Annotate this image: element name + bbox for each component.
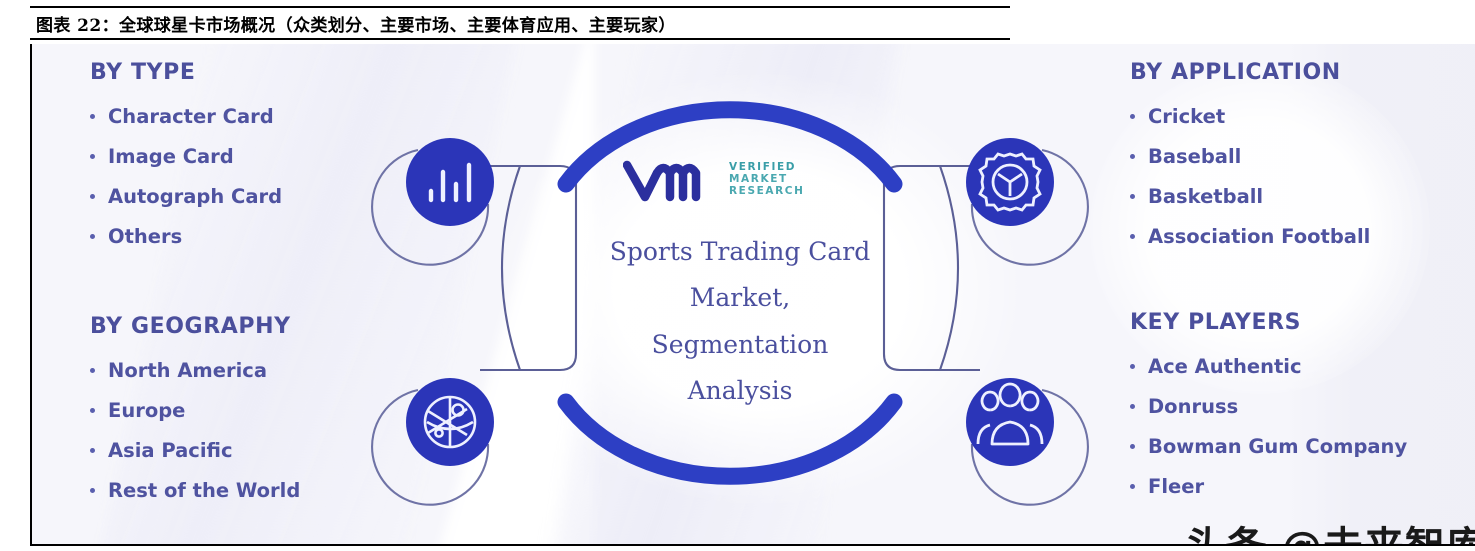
connector-left-group: [480, 164, 578, 372]
center-title-line: Sports Trading Card: [609, 237, 871, 266]
bullet-icon: [1130, 154, 1135, 159]
title-rule-top: [30, 6, 1010, 8]
list-item: Basketball: [1130, 185, 1370, 208]
vmr-logo-wordmark: VERIFIED MARKET RESEARCH: [729, 162, 805, 197]
section-by-application: BY APPLICATION Cricket Baseball Basketba…: [1130, 60, 1370, 265]
people-group-icon: [976, 382, 1044, 446]
arc-bottom: [557, 393, 903, 485]
list-by-application: Cricket Baseball Basketball Association …: [1130, 105, 1370, 248]
globe-network-icon: [423, 395, 477, 449]
bullet-icon: [90, 368, 95, 373]
title-rule-bottom: [30, 38, 1010, 40]
center-title-line: Analysis: [687, 375, 793, 405]
bullet-icon: [90, 114, 95, 119]
figure-border-left: [30, 44, 32, 546]
vmr-logo: VERIFIED MARKET RESEARCH: [623, 149, 853, 211]
section-by-geography: BY GEOGRAPHY North America Europe Asia P…: [90, 314, 300, 519]
list-item: Bowman Gum Company: [1130, 435, 1407, 458]
list-item-label: Cricket: [1148, 105, 1226, 128]
section-heading-by-geography: BY GEOGRAPHY: [90, 314, 291, 339]
bar-chart-icon: [428, 162, 472, 203]
list-item: North America: [90, 359, 300, 382]
bullet-icon: [1130, 484, 1135, 489]
ring-top-left: [371, 148, 490, 266]
vmr-logo-line-1: VERIFIED: [729, 161, 797, 174]
list-item: Cricket: [1130, 105, 1370, 128]
ring-top-right: [970, 148, 1089, 266]
list-item-label: Asia Pacific: [108, 439, 233, 462]
section-heading-key-players: KEY PLAYERS: [1130, 310, 1302, 335]
list-item-label: Rest of the World: [108, 479, 301, 502]
center-title: Sports Trading Card Market, Segmentation…: [585, 229, 895, 414]
node-bottom-left: [406, 378, 494, 466]
section-key-players: KEY PLAYERS Ace Authentic Donruss Bowman…: [1130, 310, 1407, 515]
list-item-label: Europe: [108, 399, 186, 422]
list-item: Ace Authentic: [1130, 355, 1407, 378]
list-item-label: Image Card: [108, 145, 234, 168]
bullet-icon: [1130, 364, 1135, 369]
list-item-label: Association Football: [1148, 225, 1371, 248]
section-heading-by-type: BY TYPE: [90, 60, 196, 85]
list-by-geography: North America Europe Asia Pacific Rest o…: [90, 359, 300, 502]
bullet-icon: [1130, 194, 1135, 199]
figure-title-bar: 图表 22：全球球星卡市场概况（众类划分、主要市场、主要体育应用、主要玩家）: [30, 6, 1010, 40]
bullet-icon: [1130, 234, 1135, 239]
center-diagram: VERIFIED MARKET RESEARCH Sports Trading …: [370, 54, 1090, 534]
ring-bottom-right: [970, 388, 1089, 506]
bullet-icon: [90, 488, 95, 493]
list-item: Asia Pacific: [90, 439, 300, 462]
list-item: Autograph Card: [90, 185, 282, 208]
list-item: Image Card: [90, 145, 282, 168]
list-item-label: Basketball: [1148, 185, 1264, 208]
figure-title: 图表 22：全球球星卡市场概况（众类划分、主要市场、主要体育应用、主要玩家）: [36, 16, 676, 36]
section-heading-by-application: BY APPLICATION: [1130, 60, 1341, 85]
list-item-label: Bowman Gum Company: [1148, 435, 1408, 458]
center-title-line: Market,: [689, 283, 791, 313]
vmr-logo-mark: [623, 157, 719, 203]
list-item-label: Fleer: [1148, 475, 1205, 498]
list-item-label: Others: [108, 225, 183, 248]
list-item: Association Football: [1130, 225, 1370, 248]
figure-border-bottom: [30, 544, 1475, 546]
node-top-left: [406, 138, 494, 226]
circle-top-left: [406, 138, 494, 226]
list-item: Europe: [90, 399, 300, 422]
list-item-label: Baseball: [1148, 145, 1242, 168]
node-bottom-right: [966, 378, 1054, 466]
gear-icon: [978, 152, 1042, 212]
list-item: Others: [90, 225, 282, 248]
list-item-label: Donruss: [1148, 395, 1239, 418]
list-item-label: Character Card: [108, 105, 274, 128]
bullet-icon: [1130, 404, 1135, 409]
section-by-type: BY TYPE Character Card Image Card Autogr…: [90, 60, 282, 265]
bullet-icon: [1130, 444, 1135, 449]
list-item: Rest of the World: [90, 479, 300, 502]
list-item: Fleer: [1130, 475, 1407, 498]
vmr-logo-line-2: MARKET: [729, 173, 788, 186]
list-by-type: Character Card Image Card Autograph Card…: [90, 105, 282, 248]
list-item-label: Autograph Card: [108, 185, 283, 208]
list-item-label: North America: [108, 359, 267, 382]
bullet-icon: [90, 154, 95, 159]
list-item: Baseball: [1130, 145, 1370, 168]
list-item: Character Card: [90, 105, 282, 128]
list-key-players: Ace Authentic Donruss Bowman Gum Company…: [1130, 355, 1407, 498]
bullet-icon: [90, 408, 95, 413]
list-item: Donruss: [1130, 395, 1407, 418]
bullet-icon: [90, 234, 95, 239]
figure-canvas: BY TYPE Character Card Image Card Autogr…: [30, 44, 1475, 544]
node-top-right: [966, 138, 1054, 226]
bullet-icon: [1130, 114, 1135, 119]
arc-top: [557, 101, 903, 193]
ring-bottom-left: [371, 388, 490, 506]
watermark: 头条 @未来智库: [1185, 514, 1475, 544]
center-title-line: Segmentation: [651, 329, 829, 359]
bullet-icon: [90, 448, 95, 453]
list-item-label: Ace Authentic: [1148, 355, 1302, 378]
background-glow-right: [1090, 64, 1430, 394]
vmr-logo-line-3: RESEARCH: [729, 184, 805, 197]
bullet-icon: [90, 194, 95, 199]
connector-right-group: [882, 164, 980, 372]
